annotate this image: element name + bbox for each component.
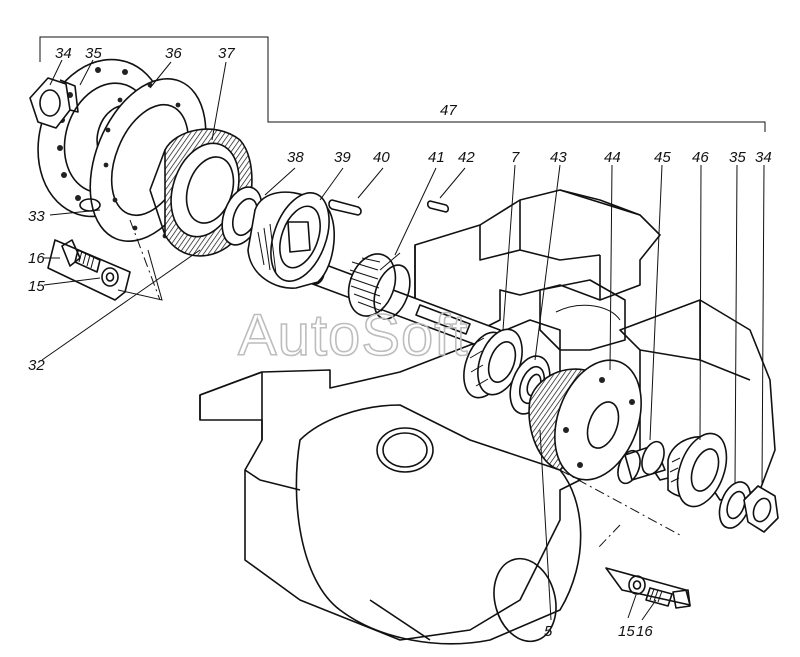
label-47: 47	[440, 102, 457, 119]
transmission-housing	[199, 189, 776, 645]
label-16-left: 16	[28, 250, 45, 267]
label-42: 42	[458, 149, 475, 166]
bolt-washer-inset-left	[47, 239, 163, 301]
bolt-washer-inset-right	[605, 567, 691, 609]
label-36: 36	[165, 45, 182, 62]
bearing-7	[463, 328, 523, 399]
label-32: 32	[28, 357, 45, 374]
label-44: 44	[604, 149, 621, 166]
label-15-left: 15	[28, 278, 45, 295]
label-15-right: 15	[618, 623, 635, 640]
centerlines	[129, 219, 681, 549]
label-43: 43	[550, 149, 567, 166]
label-34-left: 34	[55, 45, 72, 62]
label-7: 7	[511, 149, 520, 166]
cover-44	[528, 359, 642, 481]
label-34-right: 34	[755, 149, 772, 166]
leader-lines	[41, 59, 765, 621]
label-37: 37	[218, 45, 235, 62]
bearing-39	[247, 191, 335, 289]
label-45: 45	[654, 149, 671, 166]
label-35-left: 35	[85, 45, 102, 62]
watermark-text: AutoSoft	[238, 303, 468, 368]
nut-34-right	[743, 485, 779, 533]
label-35-right: 35	[729, 149, 746, 166]
label-38: 38	[287, 149, 304, 166]
label-46: 46	[692, 149, 709, 166]
label-16-right: 16	[636, 623, 653, 640]
label-39: 39	[334, 149, 351, 166]
left-cover-group	[29, 58, 253, 257]
assembly-47-bracket	[39, 36, 766, 132]
flange-46	[667, 432, 728, 508]
label-33: 33	[28, 208, 45, 225]
key-40	[328, 199, 362, 216]
washer-35-right	[718, 481, 752, 529]
key-42	[426, 200, 450, 213]
part-number-labels: 34 35 36 37 33 16 15 32 38 39 40 41 42 4…	[28, 45, 772, 640]
spacer-45	[617, 440, 666, 485]
label-5: 5	[544, 623, 553, 640]
label-40: 40	[373, 149, 390, 166]
label-41: 41	[428, 149, 445, 166]
